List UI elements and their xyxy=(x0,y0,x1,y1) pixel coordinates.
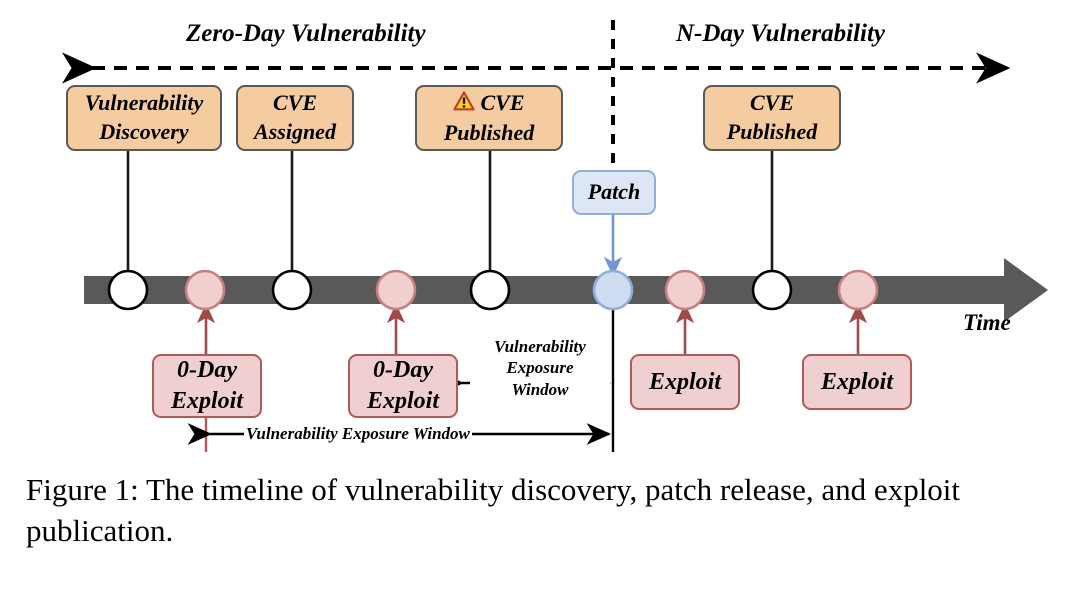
event-connectors xyxy=(126,150,774,278)
phase-label-n-day: N-Day Vulnerability xyxy=(676,20,886,47)
node-line-1: 0-Day xyxy=(177,357,237,384)
node-line-1-row: CVE xyxy=(453,90,525,117)
node-cve-published-zero-day[interactable]: CVE Published xyxy=(415,85,563,151)
node-cve-assigned[interactable]: CVE Assigned xyxy=(236,85,354,151)
marker-white-cve-published-zero-day xyxy=(469,269,511,311)
timeline-axis xyxy=(84,258,1048,322)
marker-pink-exploit-2 xyxy=(837,269,879,311)
marker-white-discovery xyxy=(107,269,149,311)
axis-label-time: Time xyxy=(963,310,1011,335)
marker-pink-exploit-1 xyxy=(664,269,706,311)
node-line-1: Patch xyxy=(587,179,641,205)
node-zero-day-exploit-2[interactable]: 0-Day Exploit xyxy=(348,354,458,418)
node-line-1: CVE xyxy=(480,90,525,116)
node-cve-published-n-day[interactable]: CVE Published xyxy=(703,85,841,151)
figure-caption: Figure 1: The timeline of vulnerability … xyxy=(26,472,961,548)
node-exploit-2[interactable]: Exploit xyxy=(802,354,912,410)
node-zero-day-exploit-1[interactable]: 0-Day Exploit xyxy=(152,354,262,418)
node-exploit-1[interactable]: Exploit xyxy=(630,354,740,410)
timeline-markers xyxy=(107,269,879,311)
exposure-window-short-line-3: Window xyxy=(470,378,610,400)
marker-pink-zero-day-exploit-1 xyxy=(184,269,226,311)
exposure-window-short-line-2: Exposure xyxy=(470,357,610,379)
marker-pink-zero-day-exploit-2 xyxy=(375,269,417,311)
node-line-1: Exploit xyxy=(820,368,893,395)
exposure-window-long-label: Vulnerability Exposure Window xyxy=(244,424,472,444)
node-line-1: 0-Day xyxy=(373,357,433,384)
node-line-1: Vulnerability xyxy=(84,90,204,116)
exposure-window-short-line-1: Vulnerability xyxy=(470,336,610,358)
node-line-2: Published xyxy=(443,119,535,145)
node-line-1: CVE xyxy=(749,90,795,116)
node-line-2: Published xyxy=(726,119,818,144)
exposure-window-short-label: Vulnerability Exposure Window xyxy=(470,336,610,400)
node-line-2: Exploit xyxy=(366,388,439,414)
node-vulnerability-discovery[interactable]: Vulnerability Discovery xyxy=(66,85,222,151)
marker-white-cve-published-n-day xyxy=(751,269,793,311)
node-line-1: Exploit xyxy=(648,368,721,395)
warning-triangle-icon xyxy=(453,91,476,117)
node-line-2: Discovery xyxy=(99,119,189,144)
node-line-1: CVE xyxy=(272,90,318,116)
node-line-2: Assigned xyxy=(254,119,336,144)
phase-label-zero-day: Zero-Day Vulnerability xyxy=(186,20,426,47)
exploit-connectors xyxy=(196,303,868,354)
node-line-2: Exploit xyxy=(170,388,243,414)
node-patch[interactable]: Patch xyxy=(572,170,656,215)
marker-blue-patch xyxy=(592,269,634,311)
marker-white-cve-assigned xyxy=(271,269,313,311)
